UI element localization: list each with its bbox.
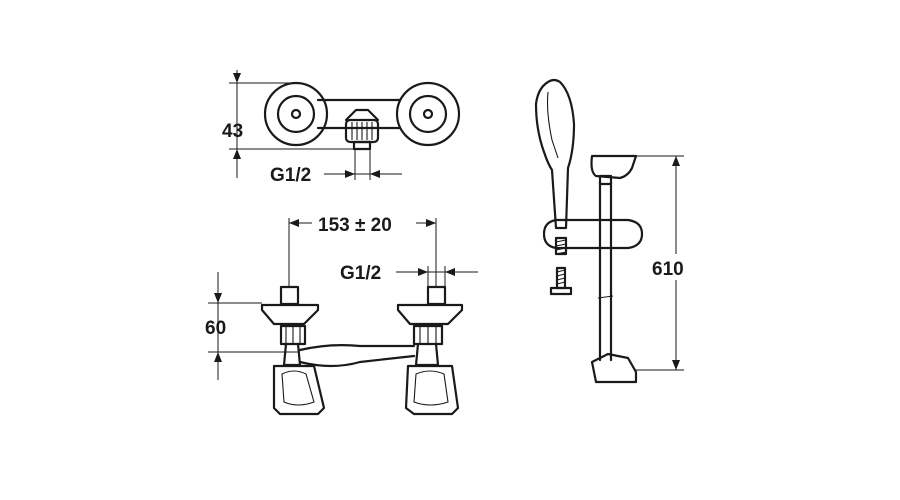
- dimension-g12-top: [324, 149, 402, 180]
- front-view-mixer: [260, 285, 464, 416]
- hand-shower: [534, 78, 576, 296]
- slide-bar: [542, 154, 644, 384]
- dimension-43: [229, 70, 355, 178]
- dimension-label-610: 610: [652, 259, 684, 280]
- dimension-label-153: 153 ± 20: [318, 215, 392, 236]
- dimension-label-60: 60: [205, 318, 226, 339]
- dimension-label-g12-front: G1/2: [340, 263, 381, 284]
- dimension-610: [636, 155, 696, 371]
- dimension-153: [288, 211, 437, 288]
- dimension-label-g12-top: G1/2: [270, 165, 311, 186]
- dimension-60: [208, 272, 300, 380]
- dimension-g12-front: [396, 266, 478, 287]
- dimension-label-43: 43: [222, 121, 243, 142]
- top-view-mixer: [263, 81, 461, 151]
